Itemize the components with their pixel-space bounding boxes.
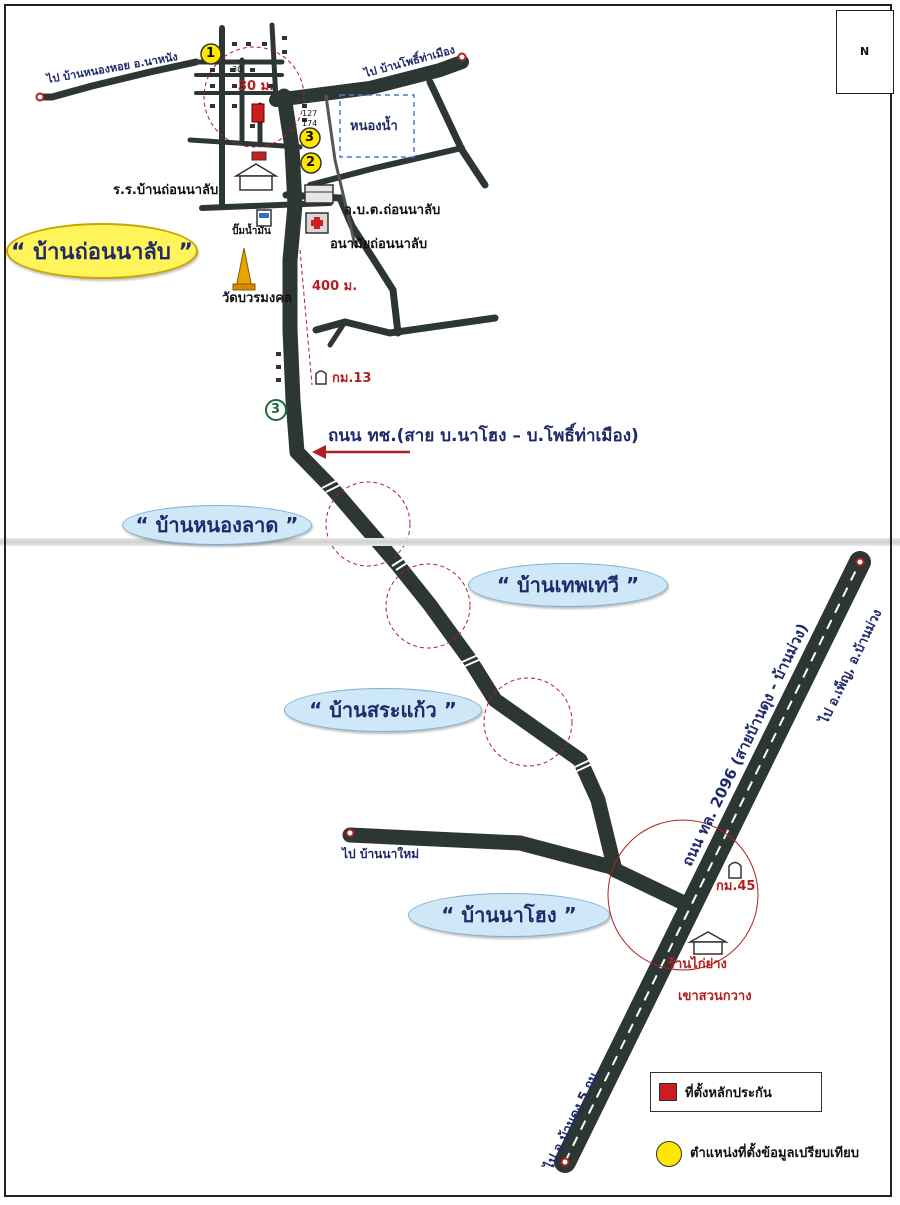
road-to-pho-tha-mueang xyxy=(269,55,469,107)
legend-yellow-circle-icon xyxy=(656,1141,682,1167)
marker-1-label: 1 xyxy=(206,46,216,61)
village-ban-thon-na-lap: “ บ้านถ่อนนาลับ ” xyxy=(6,223,198,279)
place-school: ร.ร.บ้านถ่อนนาลับ xyxy=(113,183,219,198)
main-road xyxy=(276,88,696,913)
gas-station-icon xyxy=(256,209,272,227)
school-icon xyxy=(233,151,279,191)
radius-circle-village xyxy=(203,46,305,148)
place-restaurant: ร้านไก่ย่าง xyxy=(668,957,727,972)
compass-box: N xyxy=(836,10,894,94)
road-label-ban-na-mai: ไป บ้านนาใหม่ xyxy=(342,847,420,861)
legend-benchmark-label: ที่ตั้งหลักประกัน xyxy=(685,1085,772,1101)
sao-building-icon xyxy=(304,184,334,204)
village-ban-thep-thawi: “ บ้านเทพเทวี ” xyxy=(468,563,668,607)
pond-outline xyxy=(339,94,415,158)
km-13-label: กม.13 xyxy=(332,371,372,386)
marker-2-label: 2 xyxy=(306,155,316,170)
legend-benchmark: ที่ตั้งหลักประกัน xyxy=(650,1072,822,1112)
marker-3b-label: 3 xyxy=(271,402,281,417)
place-health-center: อนามัยถ่อนนาลับ xyxy=(330,237,428,252)
road-to-ban-na-mai xyxy=(342,827,623,876)
temple-icon xyxy=(232,247,256,291)
marker-3-label: 3 xyxy=(305,130,315,145)
marker-3b xyxy=(265,399,287,421)
village-ban-nong-lat: “ บ้านหนองลาด ” xyxy=(122,505,312,545)
benchmark-square xyxy=(251,103,265,123)
radius-circle-nong-lat xyxy=(325,481,411,567)
radius-circle-na-hong xyxy=(607,819,759,971)
main-road-pointer-arrow xyxy=(312,445,410,459)
radius-circle-thep-thawi xyxy=(385,563,471,649)
radius-circles xyxy=(203,46,573,767)
place-pond: หนองน้ำ xyxy=(350,119,398,134)
km-posts xyxy=(315,370,742,879)
distance-400m: 400 ม. xyxy=(312,279,358,294)
place-khao-suan-kwang: เขาสวนกวาง xyxy=(678,989,752,1004)
place-temple: วัดบวรมงคล xyxy=(222,291,292,306)
boundary-ticks xyxy=(321,479,593,772)
house-number-30: 30 xyxy=(232,65,243,74)
place-gas-station: ปั๊มน้ำมัน xyxy=(232,226,271,237)
place-sao: อ.บ.ต.ถ่อนนาลับ xyxy=(344,203,441,218)
legend-red-square-icon xyxy=(659,1083,677,1101)
compass-north-label: N xyxy=(860,45,870,58)
marker-1 xyxy=(200,43,222,65)
house-dots xyxy=(210,36,307,382)
legend-comparison-label: ตำแหน่งที่ตั้งข้อมูลเปรียบเทียบ xyxy=(690,1146,859,1161)
road-label-main: ถนน ทช.(สาย บ.นาโฮง – บ.โพธิ์ท่าเมือง) xyxy=(328,426,639,446)
radius-circle-sa-kaeo xyxy=(483,677,573,767)
village-ban-sa-kaeo: “ บ้านสระแก้ว ” xyxy=(284,688,482,732)
yellow-markers xyxy=(200,43,322,174)
marker-2 xyxy=(300,152,322,174)
km-45-label: กม.45 xyxy=(716,879,756,894)
distance-30m: 30 ม. xyxy=(238,79,275,94)
health-center-icon xyxy=(305,212,329,234)
house-number-174: 174 xyxy=(302,119,318,128)
road-to-nong-hoi xyxy=(36,58,200,101)
restaurant-icon xyxy=(687,931,729,955)
road-end-markers xyxy=(35,52,865,1167)
page-fold xyxy=(0,538,900,546)
marker-3 xyxy=(299,127,321,149)
village-ban-na-hong: “ บ้านนาโฮง ” xyxy=(408,893,610,937)
house-number-127: 127 xyxy=(302,109,318,118)
